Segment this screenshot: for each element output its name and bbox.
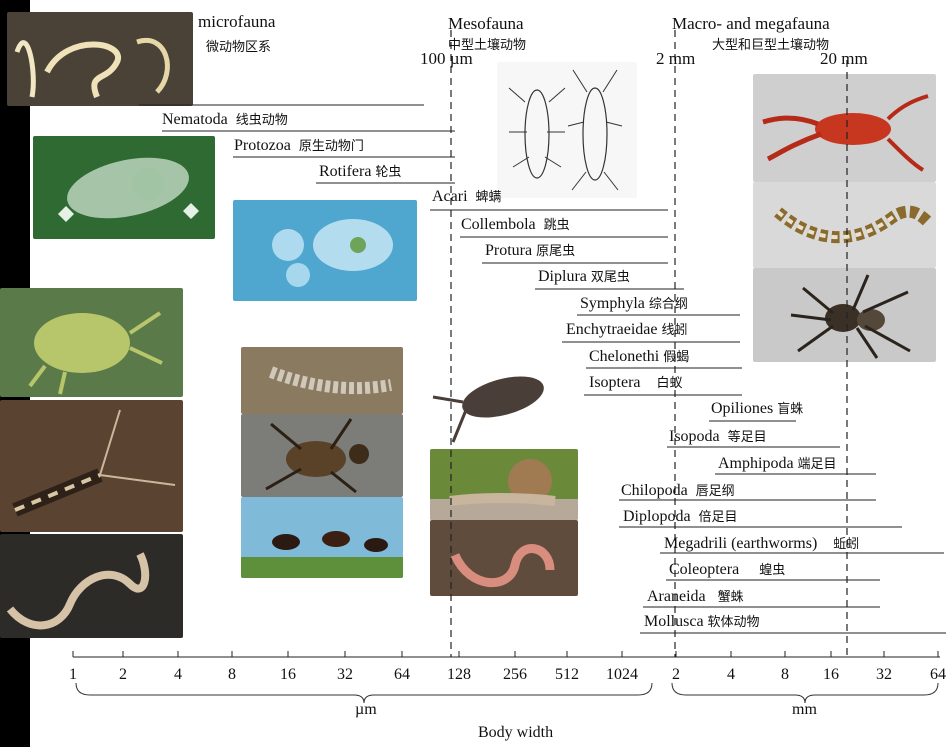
tick-um-32: 32 [337, 666, 353, 683]
tick-um-128: 128 [447, 666, 471, 683]
threshold-20mm: 20 mm [820, 49, 868, 68]
tick-um-64: 64 [394, 666, 410, 683]
taxon-label-coleoptera: Coleoptera 蝗虫 [669, 561, 786, 578]
taxon-label-protura: Protura 原尾虫 [485, 242, 576, 259]
tick-mm-2: 2 [672, 666, 680, 683]
taxon-label-mollusca: Mollusca 软体动物 [644, 613, 760, 630]
mesofauna-zh: 中型土壤动物 [448, 38, 527, 53]
um-unit-label: µm [355, 701, 377, 718]
tick-um-256: 256 [503, 666, 527, 683]
taxon-label-protozoa: Protozoa 原生动物门 [234, 137, 364, 154]
taxon-label-araneida: Araneida 蟹蛛 [647, 588, 744, 605]
tick-um-512: 512 [555, 666, 579, 683]
taxon-label-nematoda: Nematoda 线虫动物 [162, 111, 288, 128]
isopod-photo [428, 362, 558, 446]
mesofauna-en: Mesofauna [448, 14, 524, 33]
taxon-label-rotifera: Rotifera 轮虫 [319, 163, 402, 180]
microfauna-header: microfauna 微动物区系 [198, 12, 275, 55]
taxon-label-isopoda: Isopoda 等足目 [669, 428, 767, 445]
taxon-label-symphyla: Symphyla 综合纲 [580, 295, 688, 312]
beetle-photo [241, 414, 403, 497]
axis-title: Body width [478, 724, 554, 741]
nematode-photo [7, 12, 193, 106]
tick-um-1: 1 [69, 666, 77, 683]
pseudoscorpion-photo [753, 74, 936, 182]
microfauna-en: microfauna [198, 12, 276, 31]
tick-um-4: 4 [174, 666, 182, 683]
threshold-2mm: 2 mm [656, 49, 696, 68]
earthworm-photo [430, 520, 578, 596]
mesofauna-line-drawing [497, 62, 637, 198]
mm-brace [671, 682, 939, 704]
taxon-label-diplura: Diplura 双尾虫 [538, 268, 630, 285]
taxon-label-diplopoda: Diplopoda 倍足目 [623, 508, 738, 525]
collembola-photo [0, 400, 183, 532]
tick-um-8: 8 [228, 666, 236, 683]
tick-um-1024: 1024 [606, 666, 638, 683]
microfauna-zh: 微动物区系 [206, 40, 272, 55]
tick-mm-32: 32 [876, 666, 892, 683]
centipede-photo [753, 182, 936, 268]
taxon-label-chilopoda: Chilopoda 唇足纲 [621, 482, 735, 499]
worm-photo [0, 534, 183, 638]
threshold-100um: 100 µm [420, 49, 473, 68]
protozoa-photo [33, 136, 215, 239]
snail-photo [430, 449, 578, 520]
taxon-label-opiliones: Opiliones 盲蛛 [711, 400, 804, 417]
rotifera-photo [233, 200, 417, 301]
taxon-label-megadrili: Megadrili (earthworms) 蚯蚓 [664, 535, 860, 552]
taxon-label-collembola: Collembola 跳虫 [461, 216, 570, 233]
tick-um-16: 16 [280, 666, 296, 683]
mite-photo [0, 288, 183, 397]
ants-photo [241, 497, 403, 578]
taxon-label-isoptera: Isoptera 白蚁 [589, 374, 683, 391]
macrofauna-header: Macro- and megafauna 大型和巨型土壤动物 [672, 14, 830, 53]
taxon-label-amphipoda: Amphipoda 端足目 [718, 455, 837, 472]
millipede-photo [241, 347, 403, 414]
taxon-label-enchytraeidae: Enchytraeidae 线蚓 [566, 321, 688, 338]
tick-mm-8: 8 [781, 666, 789, 683]
tick-mm-4: 4 [727, 666, 735, 683]
tick-mm-64: 64 [930, 666, 946, 683]
macrofauna-zh: 大型和巨型土壤动物 [712, 38, 830, 53]
mm-unit-label: mm [792, 701, 817, 718]
tick-um-2: 2 [119, 666, 127, 683]
spider-photo [753, 268, 936, 362]
taxon-label-acari: Acari 蜱螨 [432, 188, 502, 205]
macrofauna-en: Macro- and megafauna [672, 14, 830, 33]
tick-mm-16: 16 [823, 666, 839, 683]
mesofauna-header: Mesofauna 中型土壤动物 [448, 14, 526, 53]
um-brace [75, 682, 653, 704]
taxon-label-chelonethi: Chelonethi 假蝎 [589, 348, 690, 365]
